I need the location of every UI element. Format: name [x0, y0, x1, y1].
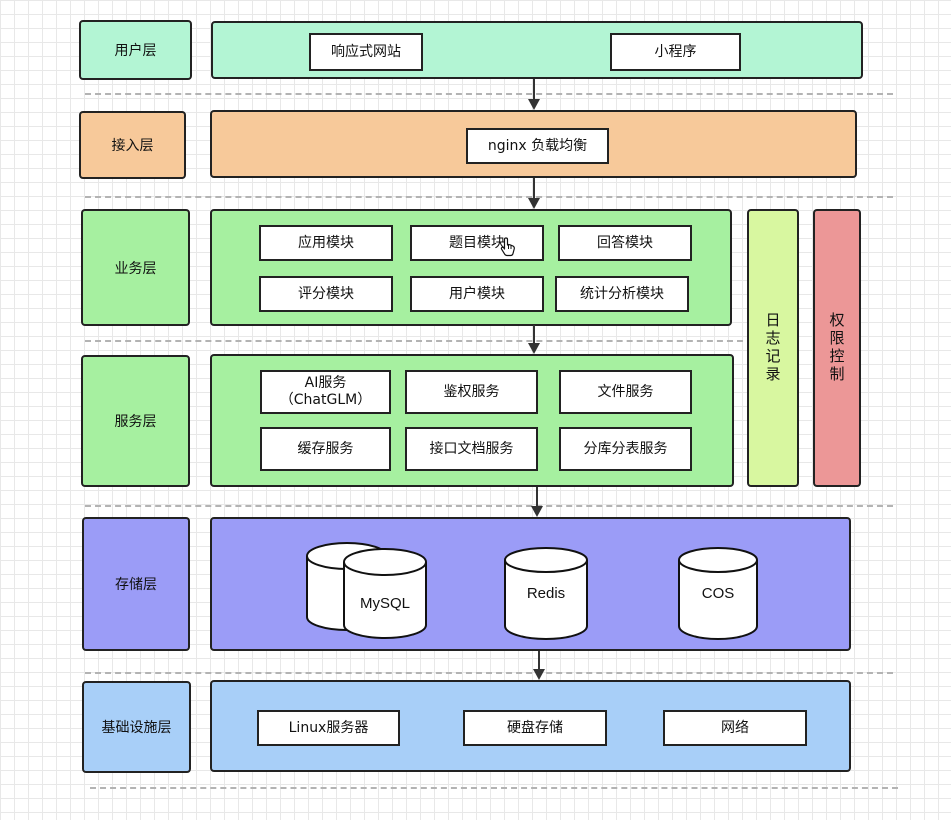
separator-line: [85, 196, 893, 198]
auth-service-box[interactable]: 鉴权服务: [405, 370, 538, 414]
layer-label-infrastructure: 基础设施层: [82, 681, 191, 773]
arrow-down-icon: [531, 487, 543, 517]
cache-service-box[interactable]: 缓存服务: [260, 427, 391, 471]
layer-label-access: 接入层: [79, 111, 186, 179]
storage-layer-band: MySQL Redis COS: [210, 517, 851, 651]
logging-label: 日志记录: [763, 312, 782, 384]
redis-database-icon[interactable]: [502, 546, 590, 642]
mysql-database-icon[interactable]: [304, 539, 434, 644]
business-layer-band: 应用模块 题目模块 回答模块 评分模块 用户模块 统计分析模块: [210, 209, 732, 326]
separator-line: [85, 93, 893, 95]
redis-label: Redis: [526, 585, 566, 602]
linux-server-box[interactable]: Linux服务器: [257, 710, 400, 746]
separator-line: [85, 505, 893, 507]
network-box[interactable]: 网络: [663, 710, 807, 746]
sharding-service-box[interactable]: 分库分表服务: [559, 427, 692, 471]
service-layer-band: AI服务 （ChatGLM） 鉴权服务 文件服务 缓存服务 接口文档服务 分库分…: [210, 354, 734, 487]
permission-control-label: 权限控制: [827, 312, 846, 384]
mini-program-box[interactable]: 小程序: [610, 33, 741, 71]
separator-line: [85, 672, 893, 674]
separator-line: [90, 787, 898, 789]
cos-storage-icon[interactable]: [676, 546, 760, 642]
disk-storage-box[interactable]: 硬盘存储: [463, 710, 607, 746]
api-docs-service-box[interactable]: 接口文档服务: [405, 427, 538, 471]
permission-control-column[interactable]: 权限控制: [813, 209, 861, 487]
file-service-box[interactable]: 文件服务: [559, 370, 692, 414]
logging-column[interactable]: 日志记录: [747, 209, 799, 487]
scoring-module-box[interactable]: 评分模块: [259, 276, 393, 312]
ai-service-box[interactable]: AI服务 （ChatGLM）: [260, 370, 391, 414]
arrow-down-icon: [528, 79, 540, 110]
layer-label-user: 用户层: [79, 20, 192, 80]
access-layer-band: nginx 负载均衡: [210, 110, 857, 178]
responsive-website-box[interactable]: 响应式网站: [309, 33, 423, 71]
cos-label: COS: [701, 585, 735, 602]
statistics-module-box[interactable]: 统计分析模块: [555, 276, 689, 312]
user-module-box[interactable]: 用户模块: [410, 276, 544, 312]
layer-label-storage: 存储层: [82, 517, 190, 651]
arrow-down-icon: [528, 178, 540, 209]
layer-label-service: 服务层: [81, 355, 190, 487]
app-module-box[interactable]: 应用模块: [259, 225, 393, 261]
mysql-label: MySQL: [359, 595, 410, 612]
arrow-down-icon: [528, 325, 540, 354]
answer-module-box[interactable]: 回答模块: [558, 225, 692, 261]
arrow-down-icon: [533, 651, 545, 680]
user-layer-band: 响应式网站 小程序: [211, 21, 863, 79]
nginx-load-balancer-box[interactable]: nginx 负载均衡: [466, 128, 609, 164]
infrastructure-layer-band: Linux服务器 硬盘存储 网络: [210, 680, 851, 772]
layer-label-business: 业务层: [81, 209, 190, 326]
separator-line: [85, 340, 743, 342]
question-module-box[interactable]: 题目模块: [410, 225, 544, 261]
hand-pointer-icon: [500, 237, 515, 257]
